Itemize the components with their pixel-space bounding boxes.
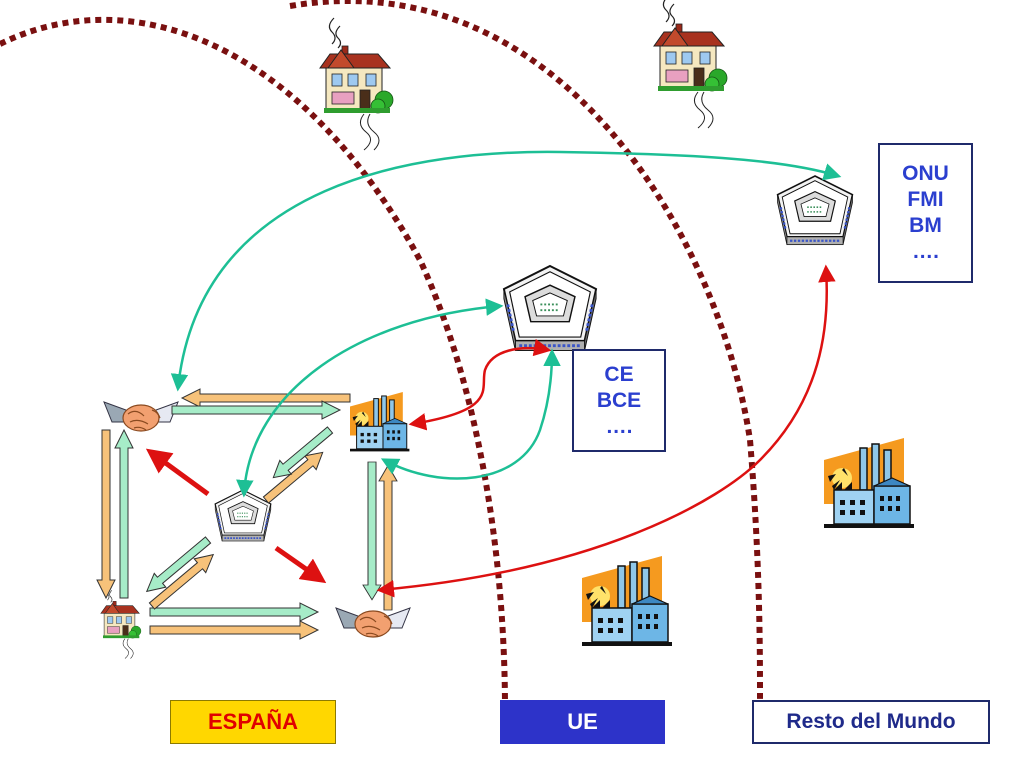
handshake-icon <box>103 401 179 432</box>
flow-arrow-green <box>362 461 382 601</box>
flow-arrow-orange <box>96 429 116 599</box>
institution-bm: BM <box>909 214 942 237</box>
institution-onu: ONU <box>902 162 949 185</box>
boundary-espana-ue <box>0 16 508 711</box>
global-institutions-box: ONU FMI BM …. <box>878 143 973 283</box>
region-label-resto-del-mundo: Resto del Mundo <box>752 700 990 744</box>
pentagon-building-icon <box>214 489 272 542</box>
flow-arrow-green <box>114 429 134 599</box>
factory-icon <box>581 555 673 647</box>
boundary-ue-resto <box>289 0 763 701</box>
region-label-espana: ESPAÑA <box>170 700 336 744</box>
flow-arrow-green <box>149 602 319 622</box>
factory-icon <box>349 391 410 452</box>
government-red-arrows <box>145 448 327 584</box>
institution-bce: BCE <box>596 388 642 412</box>
region-label-ue: UE <box>500 700 665 744</box>
institution-etc: …. <box>605 414 633 438</box>
institution-ce: CE <box>604 362 634 386</box>
european-institutions-box: CE BCE …. <box>572 349 666 452</box>
institution-etc: …. <box>912 240 939 263</box>
red-flows <box>376 264 836 598</box>
factory-icon <box>823 437 915 529</box>
house-icon <box>653 0 728 129</box>
institution-fmi: FMI <box>907 188 944 211</box>
flow-arrow-orange <box>149 620 319 640</box>
handshake-icon <box>335 607 411 638</box>
teal-flows <box>170 150 842 498</box>
pentagon-building-icon <box>502 264 598 352</box>
pentagon-building-icon <box>776 174 854 246</box>
